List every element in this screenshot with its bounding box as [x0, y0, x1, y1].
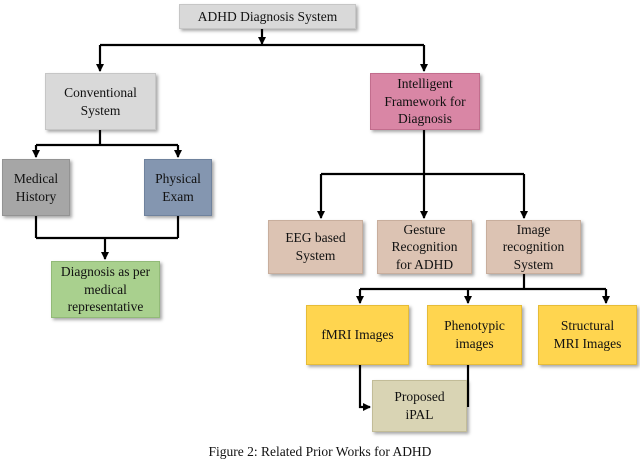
node-phenotypic-images: Phenotypic images: [427, 305, 522, 365]
node-gesture-recognition: Gesture Recognition for ADHD: [377, 220, 472, 274]
node-image-recognition-system: Image recognition System: [486, 220, 581, 274]
node-proposed-ipal: Proposed iPAL: [372, 380, 467, 432]
node-diagnosis-medical-representative: Diagnosis as per medical representative: [51, 261, 160, 318]
figure-caption: Figure 2: Related Prior Works for ADHD: [208, 444, 432, 459]
node-eeg-system: EEG based System: [268, 220, 363, 274]
node-structural-mri-images: Structural MRI Images: [538, 305, 637, 365]
node-conventional-system: Conventional System: [45, 73, 156, 130]
connector-fmri-to-ipal: [358, 365, 371, 411]
node-medical-history: Medical History: [2, 159, 70, 216]
node-intelligent-framework: Intelligent Framework for Diagnosis: [370, 73, 480, 130]
node-fmri-images: fMRI Images: [306, 305, 409, 365]
node-physical-exam: Physical Exam: [144, 159, 212, 216]
node-adhd-diagnosis-system: ADHD Diagnosis System: [179, 4, 356, 29]
